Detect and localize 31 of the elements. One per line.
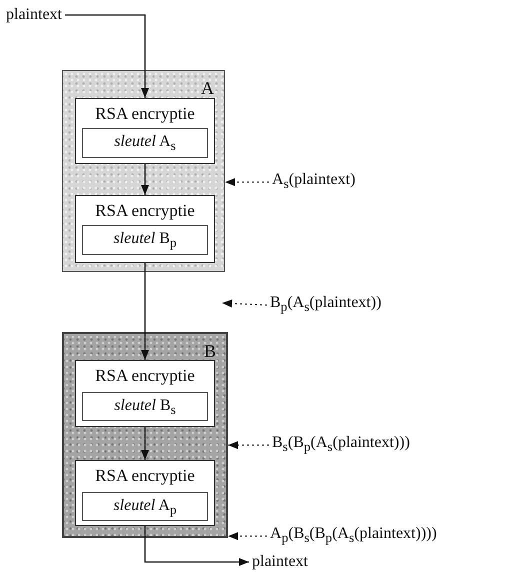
leader-arrow <box>224 178 270 186</box>
leader-arrow <box>228 441 270 450</box>
party-label: A <box>201 79 214 97</box>
party-box <box>62 70 225 272</box>
key-box: sleutel A$_{s}$ <box>82 128 208 158</box>
arrow <box>64 14 149 98</box>
party-label: B <box>204 342 216 360</box>
box-title: RSA encryptie <box>94 104 196 124</box>
encryption-box <box>75 360 215 427</box>
encryption-box <box>75 195 215 263</box>
text-label: B$_{p}$(A$_{s}$(plaintext)) <box>270 293 382 318</box>
text-label: B$_{s}$(B$_{p}$(A$_{s}$(plaintext))) <box>272 433 410 458</box>
box-title: RSA encryptie <box>94 366 196 386</box>
party-box <box>62 332 228 538</box>
arrow <box>141 427 149 460</box>
arrow <box>144 526 249 566</box>
leader-arrow <box>228 532 268 540</box>
key-box: sleutel B$_{s}$ <box>82 392 208 421</box>
box-title: RSA encryptie <box>94 201 196 221</box>
arrow <box>141 263 149 360</box>
box-title: RSA encryptie <box>94 466 196 486</box>
key-box: sleutel B$_{p}$ <box>82 225 208 255</box>
text-label: A$_{p}$(B$_{s}$(B$_{p}$(A$_{s}$(plaintext)))) <box>270 524 437 548</box>
text-label: plaintext <box>252 552 308 572</box>
encryption-box <box>75 98 215 164</box>
arrow <box>141 164 149 195</box>
encryption-box <box>75 460 215 526</box>
text-label: plaintext <box>6 5 62 25</box>
leader-arrow <box>222 299 268 308</box>
text-label: A$_{s}$(plaintext) <box>272 170 356 194</box>
key-box: sleutel A$_{p}$ <box>82 492 208 521</box>
